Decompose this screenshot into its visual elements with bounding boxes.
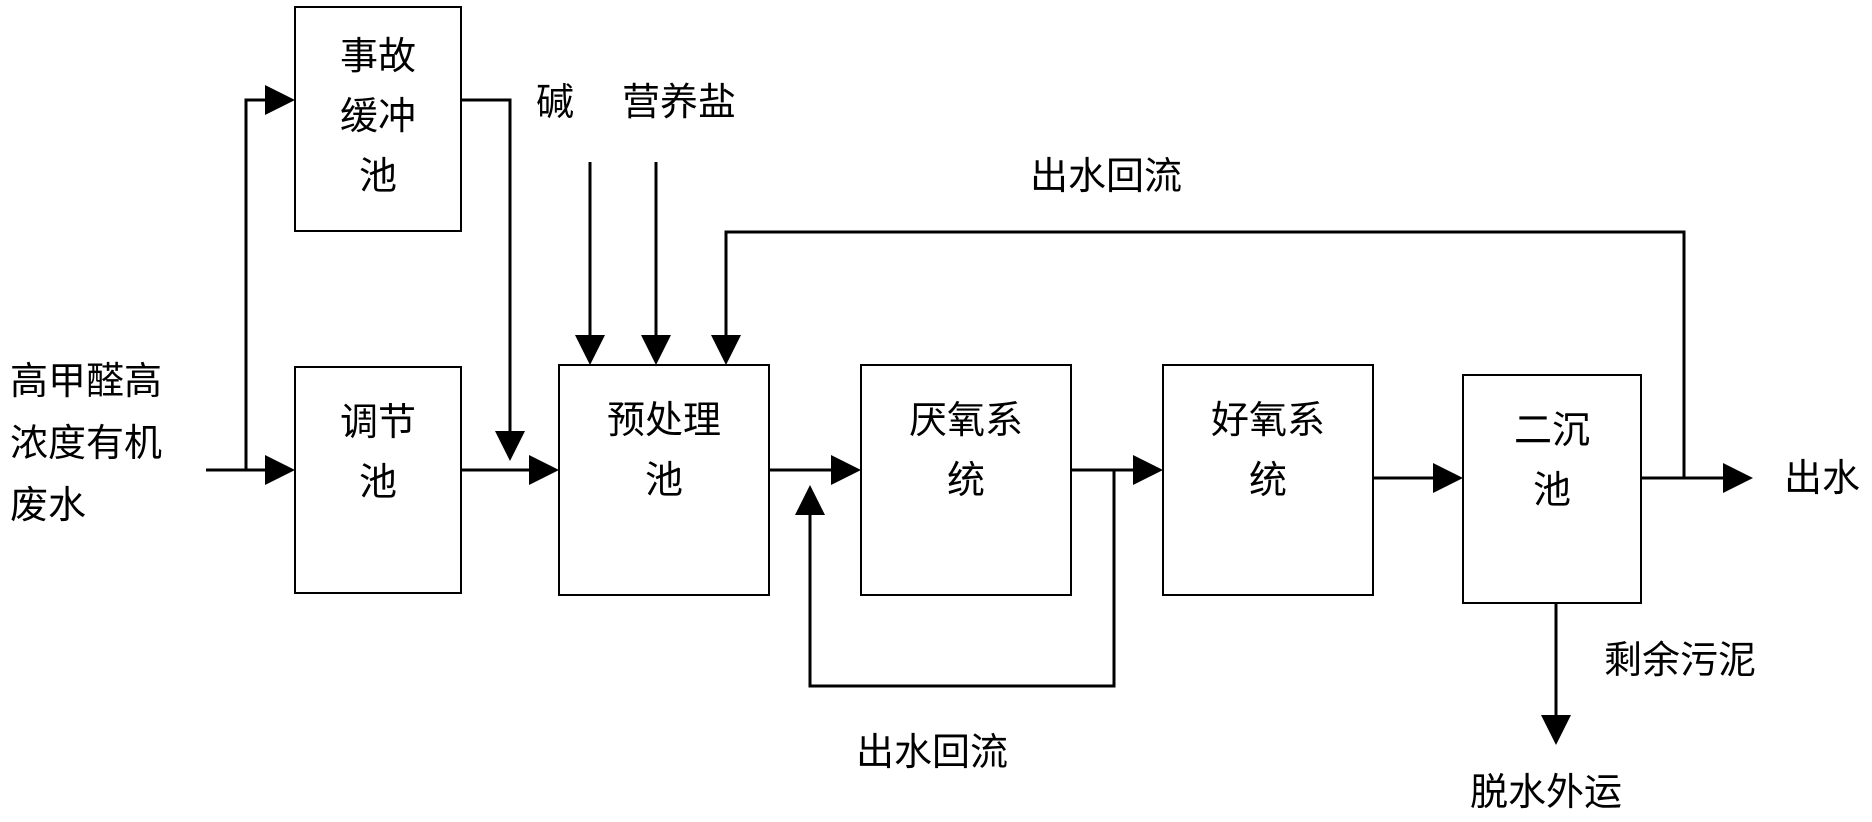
arrow-top-recycle [711,230,1686,478]
top-recycle-label: 出水回流 [1030,154,1183,198]
dewatering-label: 脱水外运 [1470,770,1623,814]
alkali-label: 碱 [536,80,575,124]
bottom-recycle-label: 出水回流 [856,730,1009,774]
anaerobic-system: 厌氧系 统 [860,364,1072,596]
arrow-accident-to-pretreat [462,98,525,461]
accident-buffer-tank: 事故 缓冲 池 [294,6,462,232]
source-wastewater-label: 高甲醛高 浓度有机 废水 [10,359,163,527]
nutrient-salt-label: 营养盐 [622,80,737,124]
effluent-label: 出水 [1784,456,1861,500]
excess-sludge-label: 剩余污泥 [1604,638,1757,682]
arrow-bottom-recycle [795,468,1116,688]
adjustment-tank: 调节 池 [294,366,462,594]
pretreatment-tank: 预处理 池 [558,364,770,596]
secondary-clarifier: 二沉 池 [1462,374,1642,604]
aerobic-system: 好氧系 统 [1162,364,1374,596]
arrow-source-to-accident [244,85,295,470]
